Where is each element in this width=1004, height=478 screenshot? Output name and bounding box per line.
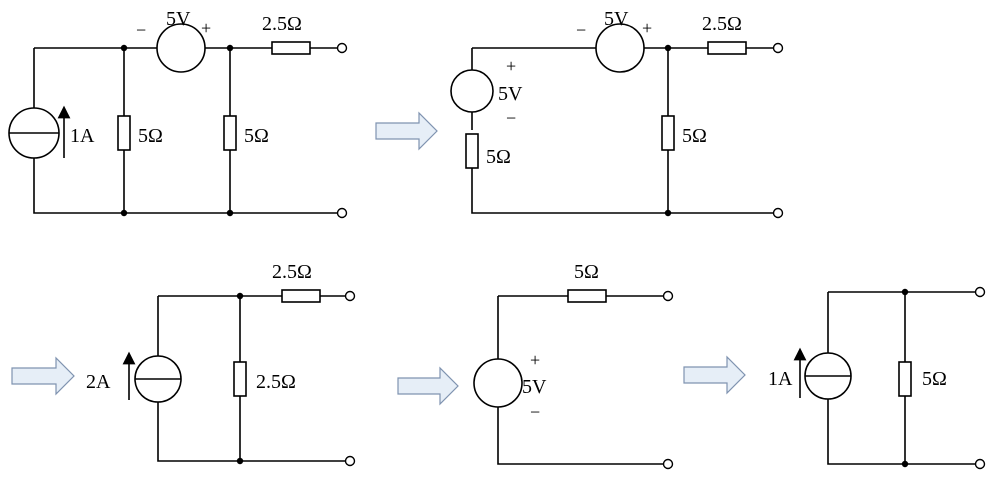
label-5v: 5V [166, 8, 191, 30]
circuit-3: 2A 2.5Ω 2.5Ω [86, 261, 356, 467]
terminal [344, 455, 356, 467]
resistor-2-5-ohm-shunt [233, 361, 247, 397]
label-5v-left: 5V [498, 83, 523, 105]
label-5-ohm: 5Ω [574, 261, 599, 283]
resistor-5-ohm-b [223, 115, 237, 151]
resistor-5-ohm-left [465, 133, 479, 169]
terminal [662, 458, 674, 470]
sign-minus: − [136, 20, 146, 40]
resistor-2-5-ohm [707, 41, 747, 55]
resistor-2-5-ohm [271, 41, 311, 55]
voltage-source-5v-left [450, 69, 494, 113]
label-5-ohm-b: 5Ω [244, 125, 269, 147]
label-5-ohm-left: 5Ω [486, 146, 511, 168]
label-1a: 1A [70, 125, 95, 147]
terminal [336, 207, 348, 219]
terminal [344, 290, 356, 302]
terminal [336, 42, 348, 54]
voltage-source-5v-top [595, 23, 645, 73]
label-2a: 2A [86, 371, 111, 393]
label-2-5-ohm: 2.5Ω [702, 13, 742, 35]
voltage-source-5v [473, 358, 523, 408]
label-5v-top: 5V [604, 8, 629, 30]
circuit-1: 5V − + 2.5Ω 1A 5Ω 5Ω [8, 8, 348, 219]
transform-arrow-3 [397, 366, 459, 406]
resistor-5-ohm-a [117, 115, 131, 151]
sign-plus: + [201, 18, 211, 38]
sign-minus-top: − [576, 20, 586, 40]
label-2-5-ohm-series: 2.5Ω [272, 261, 312, 283]
resistor-5-ohm-shunt [661, 115, 675, 151]
resistor-5-ohm [898, 361, 912, 397]
transform-arrow-4 [683, 355, 746, 395]
circuit-4: 5Ω + 5V − [473, 261, 674, 470]
terminal [974, 286, 986, 298]
sign-plus: + [530, 350, 540, 370]
label-2-5-ohm-shunt: 2.5Ω [256, 371, 296, 393]
terminal [974, 458, 986, 470]
sign-plus-left: + [506, 56, 516, 76]
circuit-2: 5V − + 2.5Ω + 5V − 5Ω 5Ω [450, 8, 784, 219]
circuit-5: 1A 5Ω [768, 286, 986, 470]
label-2-5-ohm: 2.5Ω [262, 13, 302, 35]
label-5-ohm-a: 5Ω [138, 125, 163, 147]
label-1a: 1A [768, 368, 793, 390]
resistor-2-5-ohm-series [281, 289, 321, 303]
terminal [772, 207, 784, 219]
transform-arrow-1 [375, 111, 438, 151]
sign-minus: − [530, 402, 540, 422]
sign-minus-left: − [506, 108, 516, 128]
label-5-ohm-shunt: 5Ω [682, 125, 707, 147]
sign-plus-top: + [642, 18, 652, 38]
transform-arrow-2 [11, 356, 75, 396]
resistor-5-ohm [567, 289, 607, 303]
label-5v: 5V [522, 376, 547, 398]
voltage-source-5v [156, 23, 206, 73]
terminal [662, 290, 674, 302]
terminal [772, 42, 784, 54]
label-5-ohm: 5Ω [922, 368, 947, 390]
